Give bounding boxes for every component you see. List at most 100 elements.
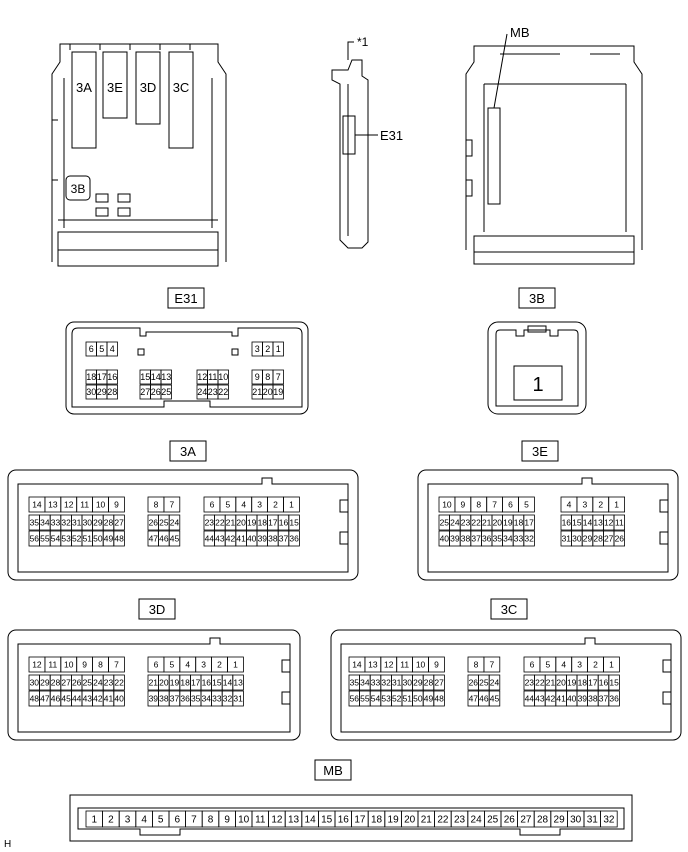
svg-text:15: 15 <box>140 372 150 382</box>
pin-e31-28: 28 <box>106 384 118 400</box>
pin-d3-47: 47 <box>39 690 51 707</box>
svg-text:22: 22 <box>218 387 228 397</box>
pin-e3-7: 7 <box>486 496 504 513</box>
pin-e31-13: 13 <box>160 369 172 385</box>
svg-text:10: 10 <box>416 660 426 670</box>
svg-text:13: 13 <box>161 372 171 382</box>
svg-text:9: 9 <box>460 500 465 510</box>
pin-a3-26: 26 <box>147 514 160 531</box>
svg-text:28: 28 <box>104 518 114 528</box>
label-3c: 3C <box>173 80 190 95</box>
pin-mb-16: 16 <box>334 810 353 828</box>
pin-c3-29: 29 <box>412 674 424 691</box>
svg-text:34: 34 <box>360 678 370 688</box>
pin-mb-14: 14 <box>301 810 319 828</box>
svg-text:3: 3 <box>577 660 582 670</box>
svg-text:23: 23 <box>205 518 215 528</box>
pin-a3-54: 54 <box>49 530 62 547</box>
pin-e31-11: 11 <box>207 369 219 385</box>
pin-c3-12: 12 <box>380 656 398 673</box>
pin-a3-33: 33 <box>49 514 62 531</box>
svg-text:35: 35 <box>350 678 360 688</box>
svg-text:28: 28 <box>537 815 549 826</box>
svg-text:25: 25 <box>440 518 450 528</box>
svg-text:10: 10 <box>96 500 106 510</box>
svg-text:33: 33 <box>371 678 381 688</box>
pin-mb-1: 1 <box>85 810 104 828</box>
svg-text:34: 34 <box>40 518 50 528</box>
pin-a3-40: 40 <box>245 530 258 547</box>
svg-text:26: 26 <box>469 678 479 688</box>
pin-mb-30: 30 <box>567 810 585 828</box>
svg-text:7: 7 <box>191 815 197 826</box>
pin-e31-21: 21 <box>251 384 263 400</box>
pin-d3-18: 18 <box>179 674 191 691</box>
pin-a3-27: 27 <box>113 514 125 531</box>
pin-e31-3: 3 <box>251 341 263 357</box>
svg-text:25: 25 <box>83 678 93 688</box>
pin-e31-17: 17 <box>96 369 108 385</box>
svg-text:28: 28 <box>51 678 61 688</box>
svg-text:4: 4 <box>141 815 147 826</box>
pin-mb-8: 8 <box>201 810 220 828</box>
pin-3b-1: 1 <box>532 374 543 396</box>
pin-e3-39: 39 <box>449 530 461 547</box>
pin-e3-18: 18 <box>512 514 525 531</box>
pin-mb-9: 9 <box>218 810 236 828</box>
pin-mb-22: 22 <box>434 810 452 828</box>
pin-mb-32: 32 <box>600 810 618 828</box>
svg-text:31: 31 <box>233 694 243 704</box>
svg-text:42: 42 <box>226 534 236 544</box>
pin-d3-14: 14 <box>221 674 234 691</box>
pin-d3-2: 2 <box>211 656 228 673</box>
pin-c3-46: 46 <box>478 690 490 707</box>
pin-d3-5: 5 <box>163 656 181 673</box>
svg-text:17: 17 <box>268 518 278 528</box>
pin-mb-19: 19 <box>384 810 402 828</box>
pin-c3-6: 6 <box>523 656 541 673</box>
svg-text:15: 15 <box>289 518 299 528</box>
svg-text:16: 16 <box>562 518 572 528</box>
svg-text:21: 21 <box>252 387 262 397</box>
svg-text:43: 43 <box>83 694 93 704</box>
svg-text:36: 36 <box>609 694 619 704</box>
pin-c3-22: 22 <box>534 674 546 691</box>
title-3d: 3D <box>149 602 166 617</box>
svg-text:14: 14 <box>223 678 233 688</box>
svg-text:37: 37 <box>599 694 609 704</box>
svg-text:1: 1 <box>614 500 619 510</box>
pin-e3-38: 38 <box>459 530 472 547</box>
pin-a3-16: 16 <box>277 514 290 531</box>
pin-d3-28: 28 <box>49 674 62 691</box>
svg-text:47: 47 <box>149 534 159 544</box>
pin-mb-15: 15 <box>317 810 336 828</box>
pin-e3-20: 20 <box>491 514 504 531</box>
svg-text:5: 5 <box>158 815 164 826</box>
pin-c3-26: 26 <box>467 674 480 691</box>
pin-e31-22: 22 <box>217 384 229 400</box>
svg-text:44: 44 <box>525 694 535 704</box>
svg-text:7: 7 <box>169 500 174 510</box>
pin-mb-28: 28 <box>533 810 552 828</box>
pin-c3-24: 24 <box>488 674 501 691</box>
pin-a3-45: 45 <box>168 530 181 547</box>
svg-text:33: 33 <box>514 534 524 544</box>
svg-text:47: 47 <box>40 694 50 704</box>
svg-text:22: 22 <box>437 815 449 826</box>
pin-e3-26: 26 <box>613 530 626 547</box>
svg-text:46: 46 <box>159 534 169 544</box>
pin-d3-32: 32 <box>221 690 234 707</box>
pin-a3-38: 38 <box>267 530 279 547</box>
svg-text:52: 52 <box>72 534 82 544</box>
svg-text:18: 18 <box>578 678 588 688</box>
svg-text:4: 4 <box>185 660 190 670</box>
pin-e3-15: 15 <box>571 514 583 531</box>
pin-c3-54: 54 <box>369 690 382 707</box>
pin-e3-2: 2 <box>592 496 610 513</box>
svg-text:23: 23 <box>525 678 535 688</box>
svg-text:42: 42 <box>93 694 103 704</box>
svg-text:23: 23 <box>461 518 471 528</box>
pin-d3-17: 17 <box>189 674 202 691</box>
pin-a3-12: 12 <box>60 496 78 513</box>
pin-d3-19: 19 <box>168 674 181 691</box>
